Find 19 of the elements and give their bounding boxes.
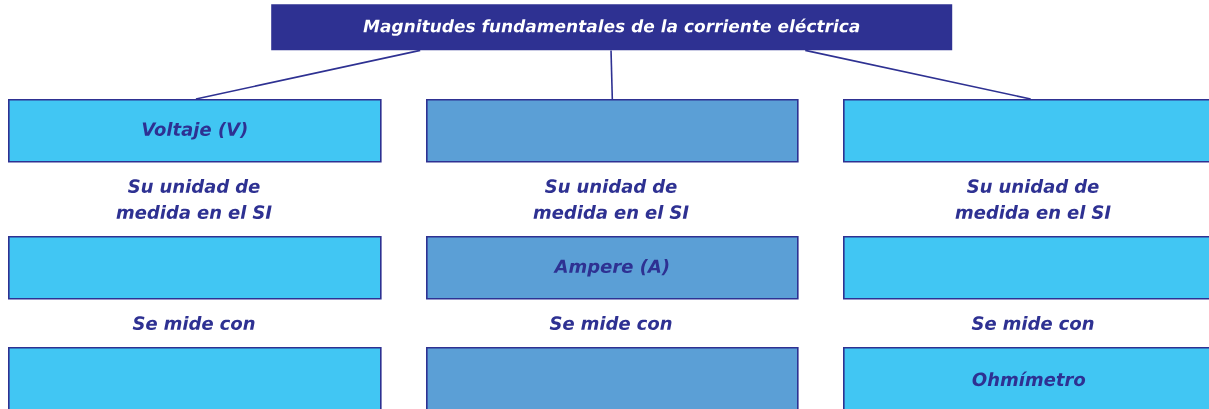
title-box: Magnitudes fundamentales de la corriente eléctrica xyxy=(271,4,953,51)
caption-text: Se mide con xyxy=(971,316,1094,330)
empty-box xyxy=(843,99,1209,163)
empty-box xyxy=(8,347,382,409)
caption-text: Su unidad de medida en el SI xyxy=(116,179,272,219)
connector-line xyxy=(804,49,1032,100)
text-box: Ohmímetro xyxy=(843,347,1209,409)
caption-text: Su unidad de medida en el SI xyxy=(955,179,1111,219)
connector-line xyxy=(195,49,422,100)
text-box: Ampere (A) xyxy=(426,236,799,300)
caption-text: Se mide con xyxy=(549,316,672,330)
text-box: Voltaje (V) xyxy=(8,99,382,163)
empty-box xyxy=(843,236,1209,300)
empty-box xyxy=(426,99,799,163)
caption-text: Se mide con xyxy=(132,316,255,330)
empty-box xyxy=(8,236,382,300)
connector-line xyxy=(610,49,614,100)
caption-text: Su unidad de medida en el SI xyxy=(533,179,689,219)
empty-box xyxy=(426,347,799,409)
